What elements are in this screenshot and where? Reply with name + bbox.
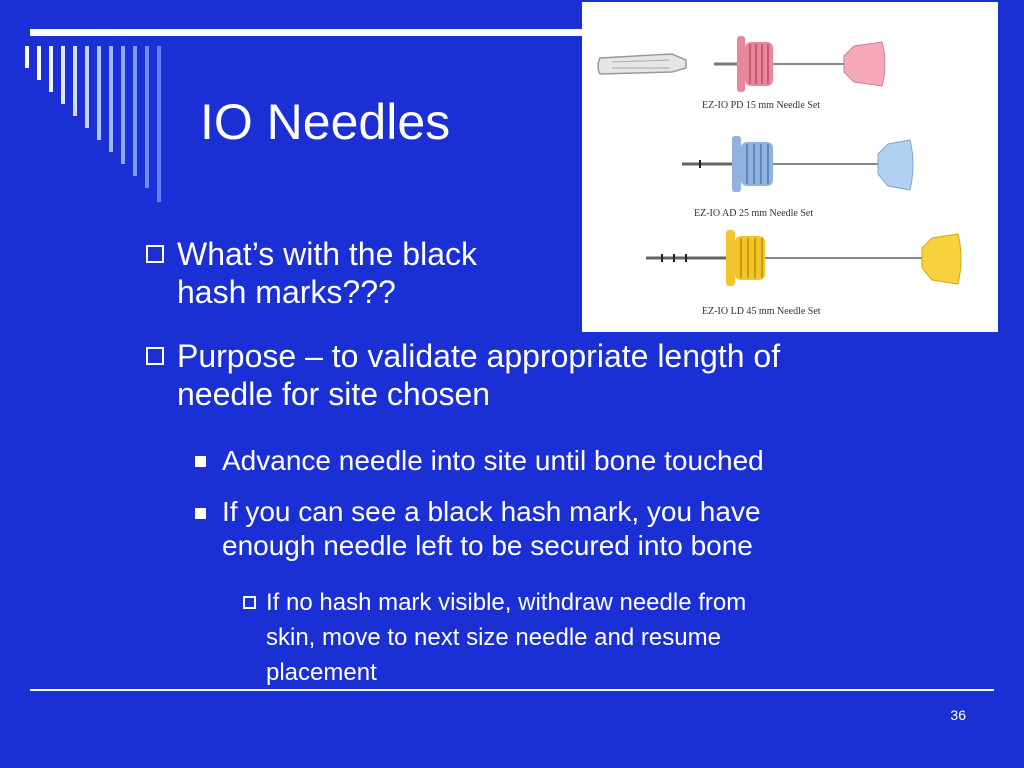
stripe bbox=[25, 46, 29, 68]
filled-square-bullet-icon bbox=[195, 456, 206, 467]
hollow-square-bullet-icon bbox=[146, 347, 164, 365]
image-caption-pd: EZ-IO PD 15 mm Needle Set bbox=[702, 100, 820, 111]
stripe bbox=[121, 46, 125, 164]
image-caption-ad: EZ-IO AD 25 mm Needle Set bbox=[694, 208, 813, 219]
sub-bullet-text: If you can see a black hash mark, you ha… bbox=[222, 496, 761, 561]
slide-title: IO Needles bbox=[200, 94, 451, 150]
stripe bbox=[85, 46, 89, 128]
ad-needle-icon bbox=[682, 136, 914, 192]
stripe bbox=[49, 46, 53, 92]
stripe bbox=[37, 46, 41, 80]
sub-bullet-text: Advance needle into site until bone touc… bbox=[222, 445, 764, 476]
hollow-square-bullet-icon bbox=[146, 245, 164, 263]
bullet-text: Purpose – to validate appropriate length… bbox=[177, 338, 781, 412]
image-caption-ld: EZ-IO LD 45 mm Needle Set bbox=[702, 306, 821, 317]
decorative-stripes bbox=[25, 46, 170, 206]
stripe bbox=[145, 46, 149, 188]
bottom-rule bbox=[30, 689, 994, 691]
stripe bbox=[133, 46, 137, 176]
stripe bbox=[109, 46, 113, 152]
hollow-square-bullet-icon bbox=[243, 596, 256, 609]
stripe bbox=[157, 46, 161, 202]
stripe bbox=[97, 46, 101, 140]
pd-needle-icon bbox=[714, 36, 886, 92]
sub-sub-bullet-text: If no hash mark visible, withdraw needle… bbox=[266, 589, 747, 686]
top-rule bbox=[30, 29, 590, 36]
bullet-text: What’s with the black hash marks??? bbox=[177, 236, 477, 310]
stripe bbox=[73, 46, 77, 116]
needle-cap-icon bbox=[597, 53, 687, 75]
ld-needle-icon bbox=[646, 230, 962, 286]
stripe bbox=[61, 46, 65, 104]
page-number: 36 bbox=[950, 707, 966, 723]
filled-square-bullet-icon bbox=[195, 508, 206, 519]
needle-set-photo: EZ-IO PD 15 mm Needle Set EZ-IO AD 25 mm… bbox=[582, 2, 998, 332]
